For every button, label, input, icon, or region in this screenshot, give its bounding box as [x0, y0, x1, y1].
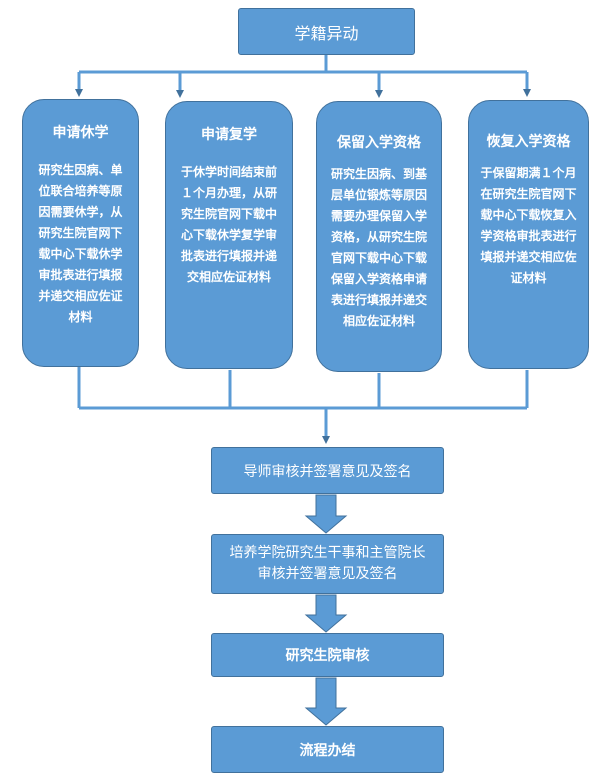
block-arrow-3: [304, 677, 348, 726]
column-body-2: 于休学时间结束前１个月办理，从研究生院官网下载中心下载休学复学审批表进行填报并递…: [180, 165, 277, 284]
column-body-1: 研究生因病、单位联合培养等原因需要休学，从研究生院官网下载中心下载休学审批表进行…: [38, 163, 123, 324]
top-node-label: 学籍异动: [294, 23, 359, 43]
column-title-4: 恢复入学资格: [486, 134, 571, 150]
column-box-2: 申请复学 于休学时间结束前１个月办理，从研究生院官网下载中心下载休学复学审批表进…: [165, 101, 293, 369]
column-title-2: 申请复学: [201, 127, 257, 143]
column-body-4: 于保留期满１个月在研究生院官网下载中心下载恢复入学资格审批表进行填报并递交相应佐…: [480, 166, 577, 285]
column-box-3: 保留入学资格 研究生因病、到基层单位锻炼等原因需要办理保留入学资格，从研究生院官…: [316, 101, 442, 372]
top-node: 学籍异动: [238, 8, 415, 55]
step-3-label: 研究生院审核: [285, 648, 370, 664]
step-2-label: 培养学院研究生干事和主管院长审核并签署意见及签名: [229, 545, 426, 582]
column-title-1: 申请休学: [52, 125, 109, 141]
step-advisor-review: 导师审核并签署意见及签名: [211, 447, 444, 494]
column-box-1: 申请休学 研究生因病、单位联合培养等原因需要休学，从研究生院官网下载中心下载休学…: [22, 99, 139, 367]
block-arrow-1: [304, 494, 348, 534]
step-graduate-school-review: 研究生院审核: [211, 633, 444, 677]
step-1-label: 导师审核并签署意见及签名: [243, 463, 412, 480]
block-arrow-2: [304, 594, 348, 633]
column-title-3: 保留入学资格: [337, 135, 421, 151]
column-body-3: 研究生因病、到基层单位锻炼等原因需要办理保留入学资格，从研究生院官网下载中心下载…: [330, 167, 427, 328]
step-college-review: 培养学院研究生干事和主管院长审核并签署意见及签名: [211, 534, 444, 594]
step-process-complete: 流程办结: [211, 726, 444, 773]
column-box-4: 恢复入学资格 于保留期满１个月在研究生院官网下载中心下载恢复入学资格审批表进行填…: [468, 100, 589, 369]
step-4-label: 流程办结: [299, 742, 356, 759]
